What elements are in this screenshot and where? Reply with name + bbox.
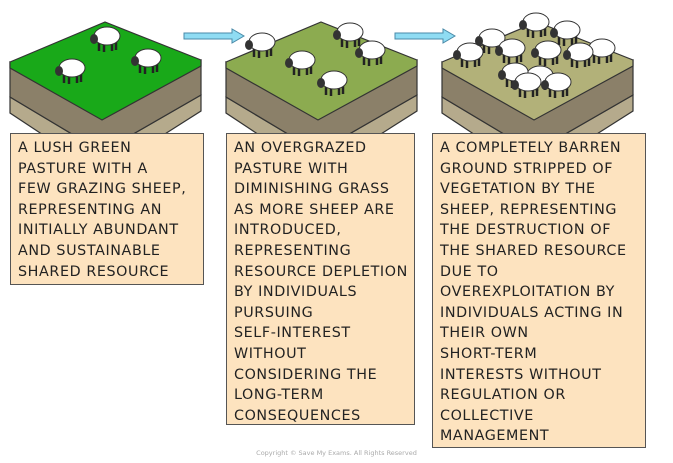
- caption-line: OVEREXPLOITATION BY: [440, 284, 616, 301]
- caption-line: WITHOUT: [234, 345, 307, 362]
- caption-line: REGULATION OR: [440, 387, 566, 404]
- caption-line: THE DESTRUCTION OF: [440, 222, 612, 239]
- caption-line: INDIVIDUALS ACTING IN: [440, 304, 624, 321]
- caption-line: THEIR OWN: [440, 325, 529, 342]
- sheep-icon: [511, 72, 542, 98]
- caption-line: SHEEP, REPRESENTING: [440, 201, 618, 218]
- caption-line: DIMINISHING GRASS: [234, 181, 390, 198]
- caption-line: PURSUING: [234, 304, 314, 321]
- caption-line: DUE TO: [440, 263, 499, 280]
- sheep-icon: [131, 48, 162, 74]
- sheep-icon: [245, 32, 276, 58]
- sheep-icon: [333, 22, 364, 48]
- copyright-text: Copyright © Save My Exams. All Rights Re…: [256, 449, 417, 457]
- sheep-icon: [285, 50, 316, 76]
- caption-line: SHARED RESOURCE: [18, 263, 170, 280]
- sheep-icon: [355, 40, 386, 66]
- caption-line: MANAGEMENT: [440, 428, 550, 445]
- caption-line: COLLECTIVE: [440, 407, 534, 424]
- caption-line: INITIALLY ABUNDANT: [18, 222, 179, 239]
- arrow-right-icon: [183, 28, 245, 44]
- sheep-icon: [475, 28, 506, 54]
- caption-line: AND SUSTAINABLE: [18, 242, 161, 259]
- sheep-icon: [495, 38, 526, 64]
- caption-line: AN OVERGRAZED: [234, 140, 367, 156]
- caption-line: THE SHARED RESOURCE: [440, 242, 627, 259]
- sheep-icon: [55, 58, 86, 84]
- caption-line: GROUND STRIPPED OF: [440, 160, 614, 177]
- sheep-icon: [317, 70, 348, 96]
- caption-box-overgrazed-pasture: AN OVERGRAZED PASTURE WITH DIMINISHING GRA…: [226, 133, 415, 425]
- caption-line: A COMPLETELY BARREN: [440, 140, 622, 156]
- sheep-icon: [531, 40, 562, 66]
- caption-line: CONSIDERING THE: [234, 366, 378, 383]
- caption-line: CONSEQUENCES: [234, 407, 361, 424]
- caption-line: REPRESENTING: [234, 242, 352, 259]
- sheep-icon: [550, 20, 581, 46]
- sheep-icon: [519, 12, 550, 38]
- caption-line: INTRODUCED,: [234, 222, 342, 239]
- caption-line: VEGETATION BY THE: [440, 181, 596, 198]
- caption-line: INTERESTS WITHOUT: [440, 366, 602, 383]
- caption-line: RESOURCE DEPLETION: [234, 263, 408, 280]
- caption-line: REPRESENTING AN: [18, 201, 163, 218]
- caption-box-lush-pasture: A LUSH GREEN PASTURE WITH A FEW GRAZING SH…: [10, 133, 204, 285]
- caption-box-barren-ground: A COMPLETELY BARREN GROUND STRIPPED OF VEG…: [432, 133, 646, 448]
- grass-surface: [9, 21, 202, 121]
- caption-line: FEW GRAZING SHEEP,: [18, 181, 187, 198]
- sheep-icon: [541, 72, 572, 98]
- sheep-icon: [563, 42, 594, 68]
- caption-line: PASTURE WITH A: [18, 160, 148, 177]
- caption-line: SHORT-TERM: [440, 345, 538, 362]
- caption-line: AS MORE SHEEP ARE: [234, 201, 395, 218]
- sheep-icon: [90, 26, 121, 52]
- caption-line: LONG-TERM: [234, 387, 324, 404]
- arrow-right-icon: [394, 28, 456, 44]
- caption-line: SELF-INTEREST: [234, 325, 351, 342]
- caption-line: BY INDIVIDUALS: [234, 284, 358, 301]
- caption-line: A LUSH GREEN: [18, 140, 132, 156]
- caption-line: PASTURE WITH: [234, 160, 349, 177]
